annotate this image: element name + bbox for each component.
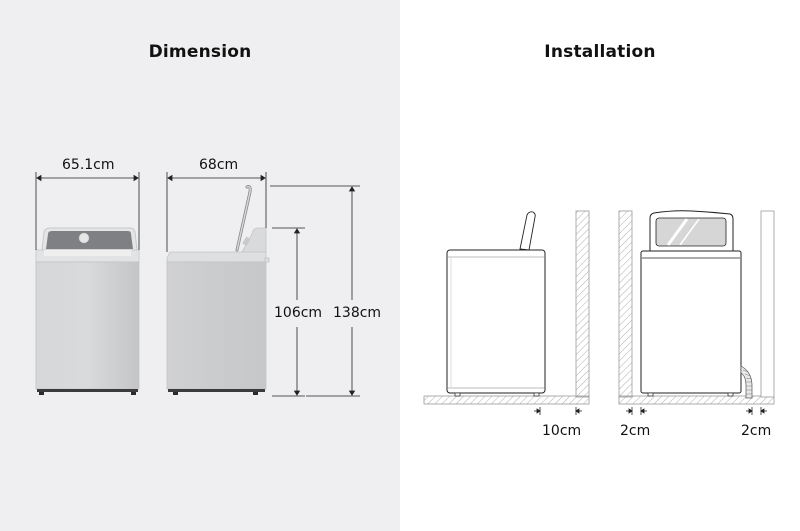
installation-side-view <box>423 210 590 415</box>
height-dimension-line <box>272 227 305 397</box>
floor <box>423 395 590 405</box>
installation-title: Installation <box>544 42 656 62</box>
width-dimension-line <box>35 172 140 250</box>
installation-front-view <box>618 210 775 415</box>
height-label: 106cm <box>274 305 323 321</box>
dimension-illustration <box>35 172 360 397</box>
depth-label: 68cm <box>199 157 239 173</box>
left-wall <box>618 210 633 398</box>
rear-wall <box>575 210 590 398</box>
height-lid-open-dimension-line <box>270 185 360 397</box>
height-lid-open-label: 138cm <box>333 305 382 321</box>
washer-side-view <box>166 185 270 395</box>
right-wall <box>760 210 775 398</box>
control-knob-icon <box>78 232 90 244</box>
installation-illustration <box>423 210 775 415</box>
rear-clearance-marker <box>534 407 582 415</box>
right-clearance-marker <box>746 407 767 415</box>
depth-dimension-line <box>166 172 267 252</box>
left-clearance-marker <box>626 407 647 415</box>
right-clearance-label: 2cm <box>741 423 772 439</box>
dimension-panel: Dimension <box>0 0 400 531</box>
washer-front-view <box>35 227 140 395</box>
floor <box>618 395 775 405</box>
rear-clearance-label: 10cm <box>542 423 582 439</box>
left-clearance-label: 2cm <box>620 423 651 439</box>
width-label: 65.1cm <box>62 157 115 173</box>
installation-panel: Installation <box>400 0 800 531</box>
dimension-title: Dimension <box>148 42 252 62</box>
